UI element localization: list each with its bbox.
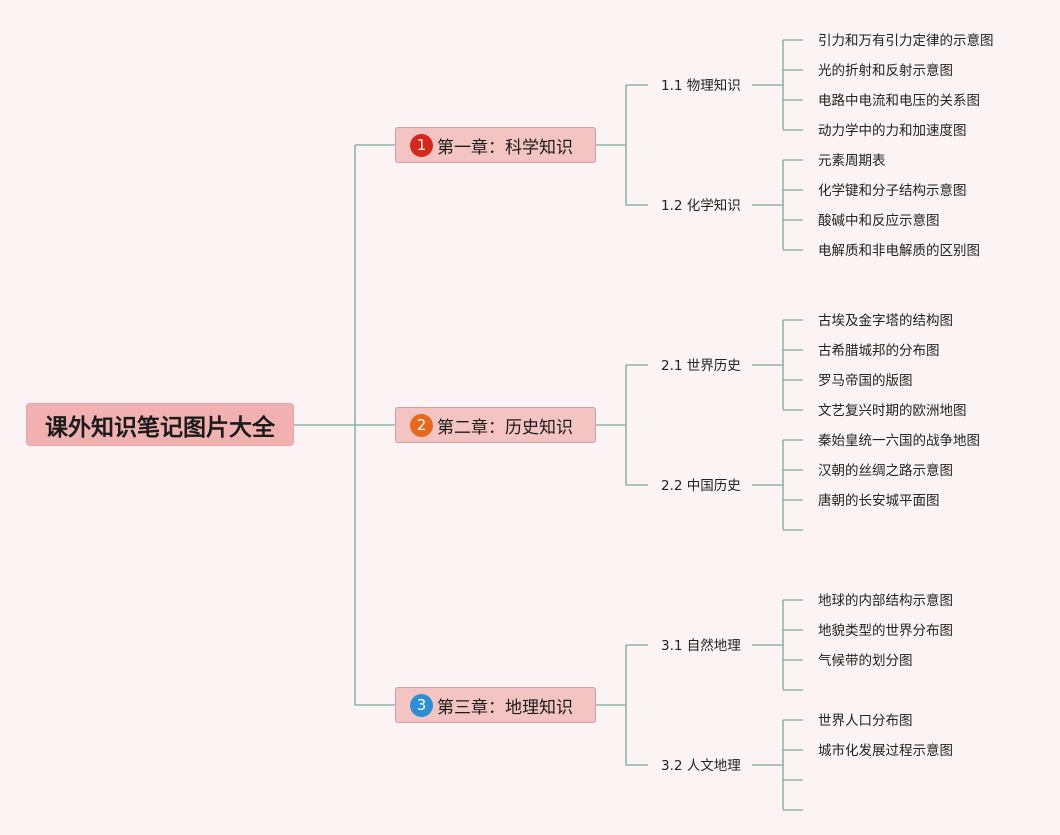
subtopic-node[interactable]: 2.1 世界历史	[661, 358, 741, 374]
leaf-node[interactable]: 唐朝的长安城平面图	[818, 493, 940, 509]
chapter-number-badge: 2	[410, 413, 433, 437]
leaf-node[interactable]: 秦始皇统一六国的战争地图	[818, 433, 980, 449]
leaf-node[interactable]: 电解质和非电解质的区别图	[818, 243, 980, 259]
chapter-node-3[interactable]: 3 第三章：地理知识	[395, 687, 596, 723]
leaf-node[interactable]: 气候带的划分图	[818, 653, 913, 669]
root-title: 课外知识笔记图片大全	[45, 414, 275, 441]
leaf-node[interactable]: 地球的内部结构示意图	[818, 593, 953, 609]
leaf-node[interactable]: 世界人口分布图	[818, 713, 913, 729]
leaf-node[interactable]: 汉朝的丝绸之路示意图	[818, 463, 953, 479]
leaf-node[interactable]: 光的折射和反射示意图	[818, 63, 953, 79]
leaf-node[interactable]: 酸碱中和反应示意图	[818, 213, 940, 229]
chapter-label: 第二章：历史知识	[437, 417, 573, 438]
leaf-node[interactable]: 古希腊城邦的分布图	[818, 343, 940, 359]
chapter-node-1[interactable]: 1 第一章：科学知识	[395, 127, 596, 163]
subtopic-node[interactable]: 1.1 物理知识	[661, 78, 741, 94]
leaf-node[interactable]: 地貌类型的世界分布图	[818, 623, 953, 639]
leaf-node[interactable]: 文艺复兴时期的欧洲地图	[818, 403, 967, 419]
leaf-node[interactable]: 元素周期表	[818, 153, 886, 169]
chapter-label: 第一章：科学知识	[437, 137, 573, 158]
leaf-node[interactable]: 引力和万有引力定律的示意图	[818, 33, 994, 49]
chapter-node-2[interactable]: 2 第二章：历史知识	[395, 407, 596, 443]
chapter-label: 第三章：地理知识	[437, 697, 573, 718]
subtopic-node[interactable]: 2.2 中国历史	[661, 478, 741, 494]
leaf-node[interactable]: 罗马帝国的版图	[818, 373, 913, 389]
leaf-node[interactable]: 古埃及金字塔的结构图	[818, 313, 953, 329]
subtopic-node[interactable]: 3.2 人文地理	[661, 758, 741, 774]
subtopic-node[interactable]: 1.2 化学知识	[661, 198, 741, 214]
chapter-number-badge: 3	[410, 693, 433, 717]
subtopic-node[interactable]: 3.1 自然地理	[661, 638, 741, 654]
leaf-node[interactable]: 城市化发展过程示意图	[818, 743, 953, 759]
leaf-node[interactable]: 化学键和分子结构示意图	[818, 183, 967, 199]
chapter-number-badge: 1	[410, 133, 433, 157]
leaf-node[interactable]: 动力学中的力和加速度图	[818, 123, 967, 139]
root-node[interactable]: 课外知识笔记图片大全	[26, 403, 294, 446]
leaf-node[interactable]: 电路中电流和电压的关系图	[818, 93, 980, 109]
